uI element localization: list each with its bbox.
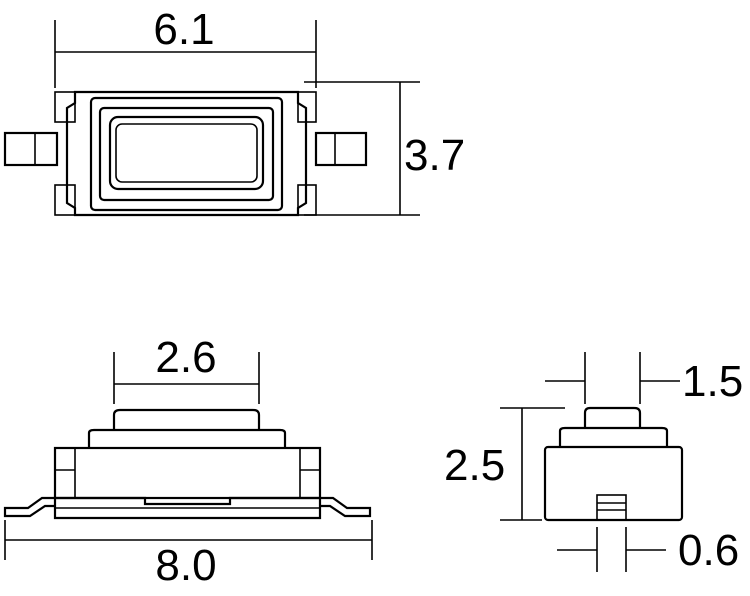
front-view-plunger-base bbox=[87, 428, 287, 448]
top-view-pad-top-right bbox=[297, 91, 317, 123]
front-view-base bbox=[53, 496, 322, 520]
top-view-pad-top-left bbox=[54, 91, 76, 123]
top-view-pad-bottom-left bbox=[54, 184, 76, 216]
front-view-terminal-left bbox=[3, 496, 55, 518]
side-view-plunger-base bbox=[558, 426, 669, 447]
dim-label-top-width: 6.1 bbox=[153, 5, 214, 54]
top-view-plunger-frame bbox=[89, 96, 284, 212]
side-view-body bbox=[543, 445, 684, 522]
top-view-body-outline bbox=[65, 90, 308, 217]
side-view: 1.5 2.5 0.6 bbox=[444, 352, 743, 575]
front-view-terminal-right bbox=[320, 496, 372, 518]
dim-label-front-plunger-width: 2.6 bbox=[155, 333, 216, 382]
side-view-terminal bbox=[596, 494, 627, 521]
dim-label-top-height: 3.7 bbox=[404, 131, 465, 180]
top-view-plunger bbox=[108, 115, 265, 191]
dim-label-side-terminal-width: 0.6 bbox=[678, 526, 739, 575]
top-view-plunger-inner bbox=[115, 123, 258, 183]
dim-label-front-total-length: 8.0 bbox=[155, 541, 216, 590]
front-view-plunger bbox=[112, 408, 261, 430]
dim-label-side-height: 2.5 bbox=[444, 441, 505, 490]
dim-label-side-plunger-width: 1.5 bbox=[682, 357, 743, 406]
top-view: 6.1 3.7 bbox=[3, 5, 465, 217]
top-view-terminal-left bbox=[3, 131, 59, 167]
front-view-body bbox=[53, 446, 322, 500]
top-view-plunger-frame-inner bbox=[98, 106, 275, 202]
front-view: 2.6 8.0 bbox=[3, 333, 373, 590]
side-view-plunger bbox=[583, 406, 642, 428]
top-view-terminal-right bbox=[314, 131, 368, 167]
